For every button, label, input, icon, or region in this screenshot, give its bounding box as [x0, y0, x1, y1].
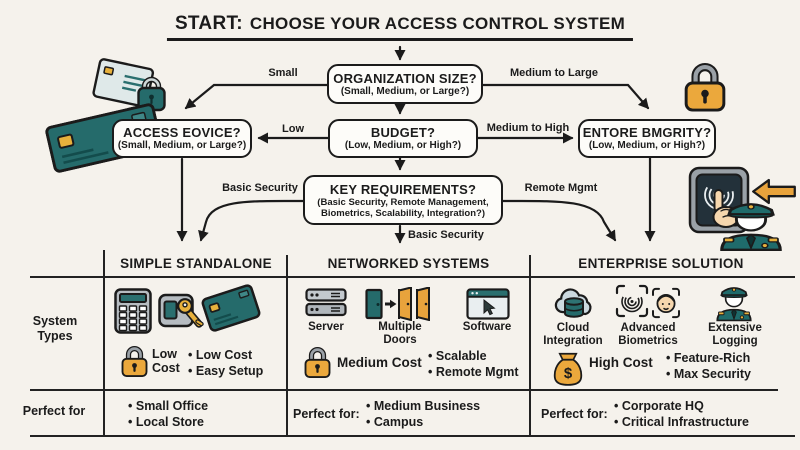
- padlock-icon: [304, 347, 331, 378]
- feature-item: Scalable: [428, 348, 530, 364]
- fingerprint-scan-icon: [615, 284, 649, 318]
- icon-label-software: Software: [462, 321, 512, 333]
- server-icon: [305, 288, 347, 317]
- feature-list-standalone: Low Cost Easy Setup: [188, 347, 288, 379]
- node-title: ACCESS EOVICE?: [123, 125, 241, 141]
- node-title: ORGANIZATION SIZE?: [333, 70, 477, 86]
- edge-label-basic-security-left: Basic Security: [222, 182, 298, 194]
- node-access-device: ACCESS EOVICE? (Small, Medium, or Large?…: [112, 119, 252, 158]
- perfect-for-item: Small Office: [128, 398, 268, 414]
- title-rest: CHOOSE YOUR ACCESS CONTROL SYSTEM: [249, 14, 626, 33]
- node-subtitle: (Small, Medium, or Large?): [340, 85, 470, 97]
- perfect-for-prefix: Perfect for:: [541, 407, 608, 421]
- icon-label-cloud-integration: Cloud Integration: [543, 322, 603, 347]
- hand-press-icon: [712, 189, 740, 228]
- cloud-database-icon: [554, 288, 592, 318]
- node-organization-size: ORGANIZATION SIZE? (Small, Medium, or La…: [327, 64, 483, 104]
- police-officer-icon: [720, 203, 782, 252]
- software-icon: [466, 288, 510, 320]
- column-header-simple-standalone: SIMPLE STANDALONE: [120, 256, 272, 271]
- padlock-icon: [684, 62, 726, 112]
- face-scan-icon: [652, 287, 680, 319]
- node-title: ENTORE BMGRITY?: [582, 125, 712, 141]
- node-title: BUDGET?: [370, 125, 436, 141]
- node-security: ENTORE BMGRITY? (Low, Medium, or High?): [578, 119, 716, 158]
- arrow-left-icon: [752, 178, 796, 205]
- cost-label-low: Low Cost: [152, 347, 180, 375]
- perfect-for-list-networked: Medium Business Campus: [366, 398, 506, 430]
- edge-label-basic-security-down: Basic Security: [408, 229, 484, 241]
- police-officer-icon: [716, 287, 752, 322]
- feature-item: Remote Mgmt: [428, 364, 530, 380]
- node-title: KEY REQUIREMENTS?: [329, 181, 477, 197]
- node-subtitle: (Low, Medium, or High?): [588, 140, 706, 152]
- feature-item: Feature-Rich: [666, 350, 778, 366]
- money-bag-icon: $: [553, 352, 583, 386]
- perfect-for-list-standalone: Small Office Local Store: [128, 398, 268, 430]
- perfect-for-item: Medium Business: [366, 398, 506, 414]
- page-title: START: CHOOSE YOUR ACCESS CONTROL SYSTEM: [166, 13, 634, 41]
- edge-label-small: Small: [268, 67, 298, 79]
- cost-label-high: High Cost: [589, 355, 653, 370]
- dollar-glyph: $: [564, 365, 573, 382]
- column-header-networked-systems: NETWORKED SYSTEMS: [327, 256, 490, 271]
- edge-label-remote-mgmt: Remote Mgmt: [524, 182, 598, 194]
- padlock-icon: [121, 346, 148, 377]
- icon-label-advanced-biometrics: Advanced Biometrics: [618, 322, 678, 347]
- icon-label-server: Server: [308, 321, 344, 333]
- title-start: START:: [174, 13, 243, 34]
- edge-label-low: Low: [282, 123, 304, 135]
- perfect-for-item: Critical Infrastructure: [614, 414, 790, 430]
- access-card-icon: [201, 284, 261, 332]
- row-label-system-types: System Types: [32, 314, 78, 343]
- perfect-for-list-enterprise: Corporate HQ Critical Infrastructure: [614, 398, 790, 430]
- edge-label-medium-to-large: Medium to Large: [509, 67, 598, 79]
- feature-item: Easy Setup: [188, 363, 288, 379]
- icon-label-extensive-logging: Extensive Logging: [708, 322, 762, 347]
- edge-label-medium-to-high: Medium to High: [486, 122, 570, 134]
- feature-item: Max Security: [666, 366, 778, 382]
- row-label-perfect-for: Perfect for: [22, 404, 86, 418]
- feature-list-networked: Scalable Remote Mgmt: [428, 348, 530, 380]
- keypad-icon: [114, 288, 152, 334]
- key-reader-icon: [158, 293, 204, 328]
- cost-label-medium: Medium Cost: [337, 355, 422, 370]
- perfect-for-prefix: Perfect for:: [293, 407, 360, 421]
- feature-item: Low Cost: [188, 347, 288, 363]
- node-key-requirements: KEY REQUIREMENTS? (Basic Security, Remot…: [303, 175, 503, 225]
- node-subtitle: (Basic Security, Remote Management, Biom…: [317, 196, 489, 219]
- multiple-doors-icon: [365, 287, 430, 321]
- perfect-for-item: Local Store: [128, 414, 268, 430]
- icon-label-multiple-doors: Multiple Doors: [378, 321, 422, 346]
- perfect-for-item: Corporate HQ: [614, 398, 790, 414]
- feature-list-enterprise: Feature-Rich Max Security: [666, 350, 778, 382]
- node-subtitle: (Low, Medium, or High?): [344, 140, 462, 152]
- perfect-for-item: Campus: [366, 414, 506, 430]
- column-header-enterprise-solution: ENTERPRISE SOLUTION: [578, 256, 744, 271]
- node-subtitle: (Small, Medium, or Large?): [117, 140, 247, 152]
- node-budget: BUDGET? (Low, Medium, or High?): [328, 119, 478, 158]
